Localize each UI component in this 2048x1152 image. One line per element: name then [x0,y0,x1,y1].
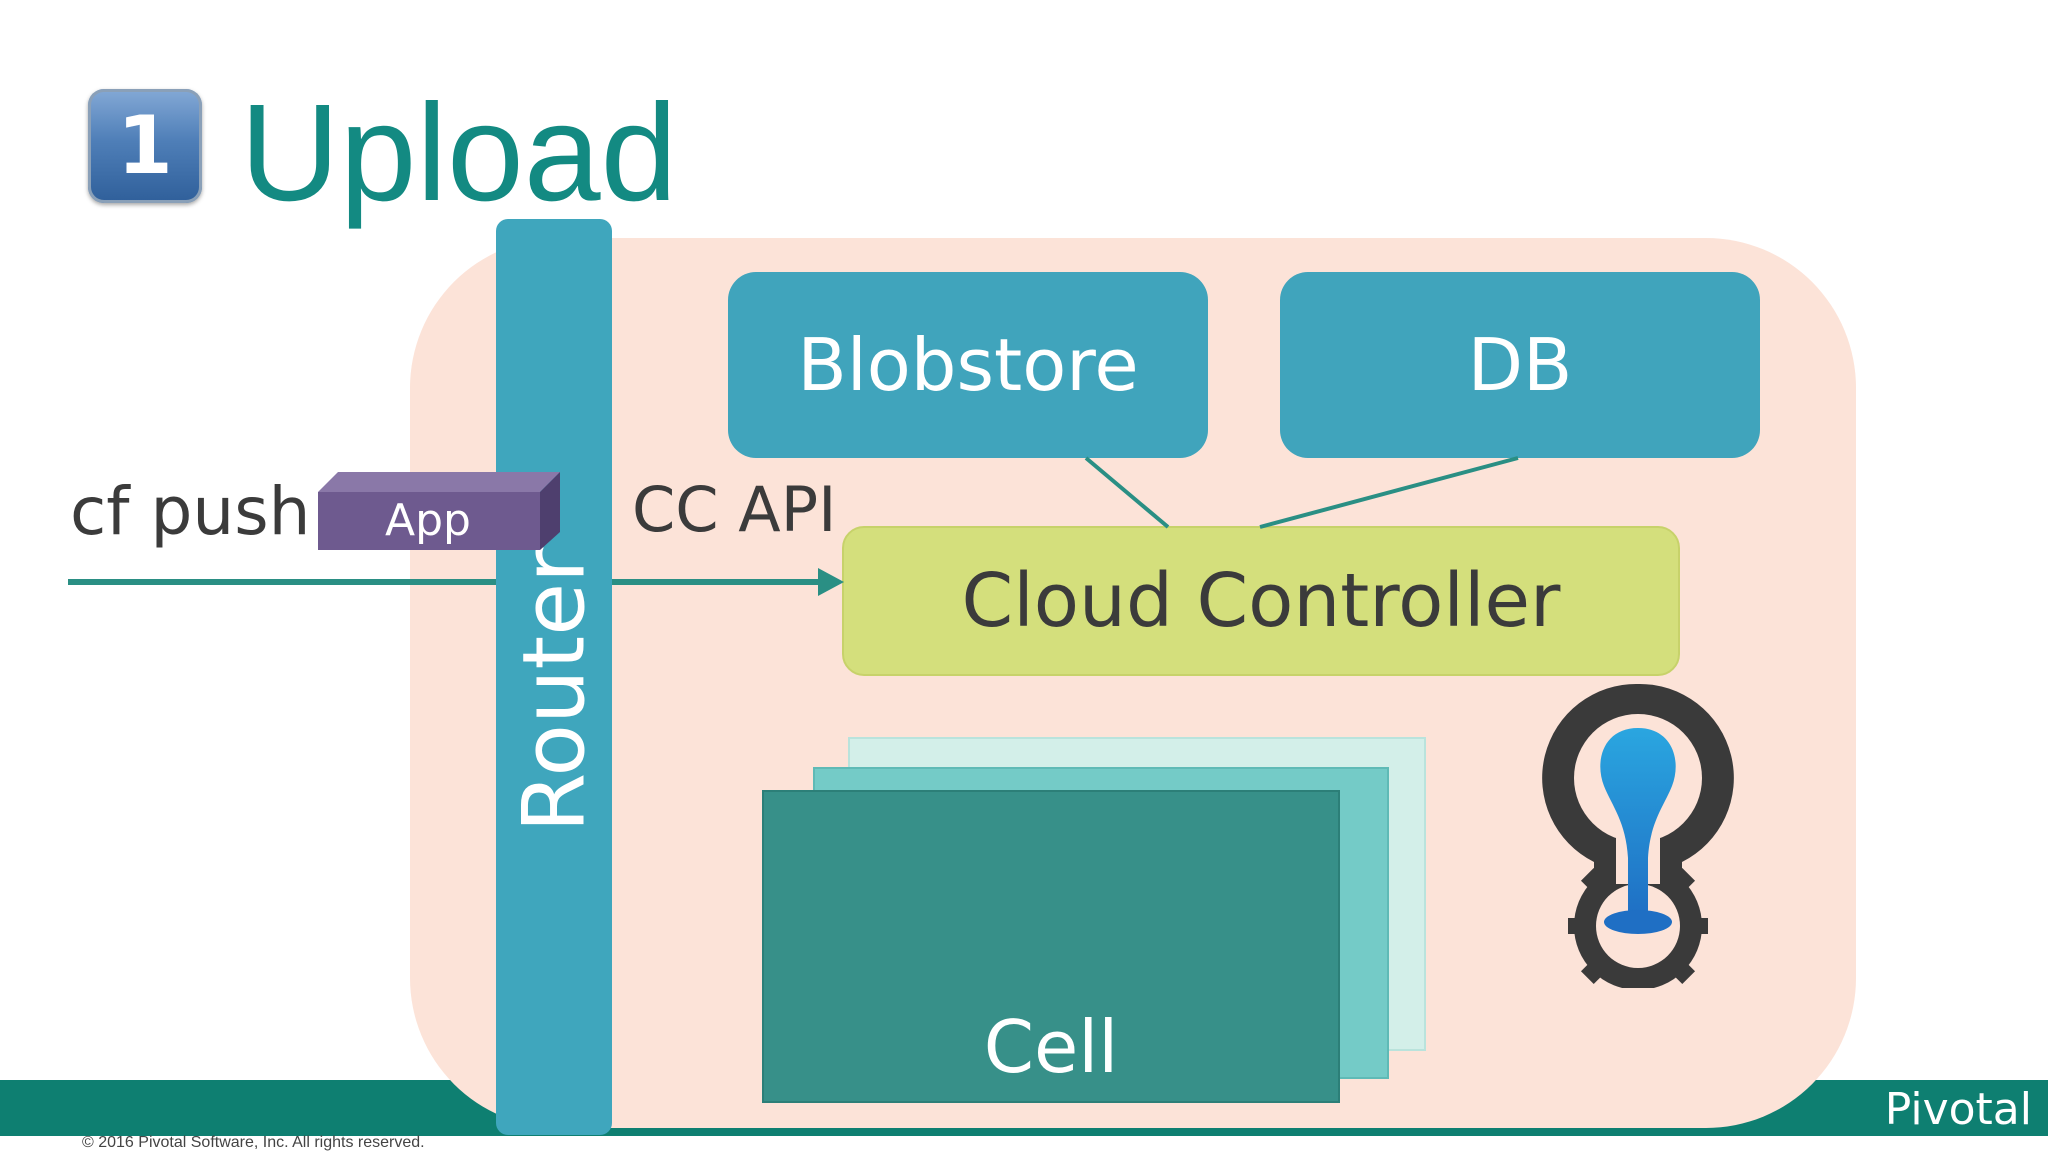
cloud-controller-label: Cloud Controller [961,558,1561,644]
db-box: DB [1280,272,1760,458]
step-number: 1 [117,99,173,192]
app-cube-top [318,472,560,492]
cc-api-label: CC API [632,473,837,546]
cell-front: Cell [762,790,1340,1103]
router-bar [496,219,612,1135]
db-label: DB [1467,323,1573,407]
drop-icon [1600,728,1676,918]
copyright-notice: © 2016 Pivotal Software, Inc. All rights… [82,1134,425,1151]
pivotal-brand: Pivotal [1884,1084,2032,1135]
cloud-foundry-logo-icon [1542,683,1734,988]
app-cube-side [540,472,560,550]
cloud-controller-box: Cloud Controller [842,526,1680,676]
footer-line [0,1131,2048,1134]
app-cube-front [318,492,540,550]
app-cube-icon [318,472,560,550]
router-label: Router [504,547,605,833]
cell-label: Cell [983,1005,1119,1089]
slide-title: Upload [240,76,678,230]
router-label-wrap: Router [504,540,604,840]
app-label: App [385,494,471,546]
blobstore-box: Blobstore [728,272,1208,458]
blobstore-label: Blobstore [797,323,1139,407]
cf-push-label: cf push [70,473,311,550]
step-number-badge: 1 [88,89,202,203]
